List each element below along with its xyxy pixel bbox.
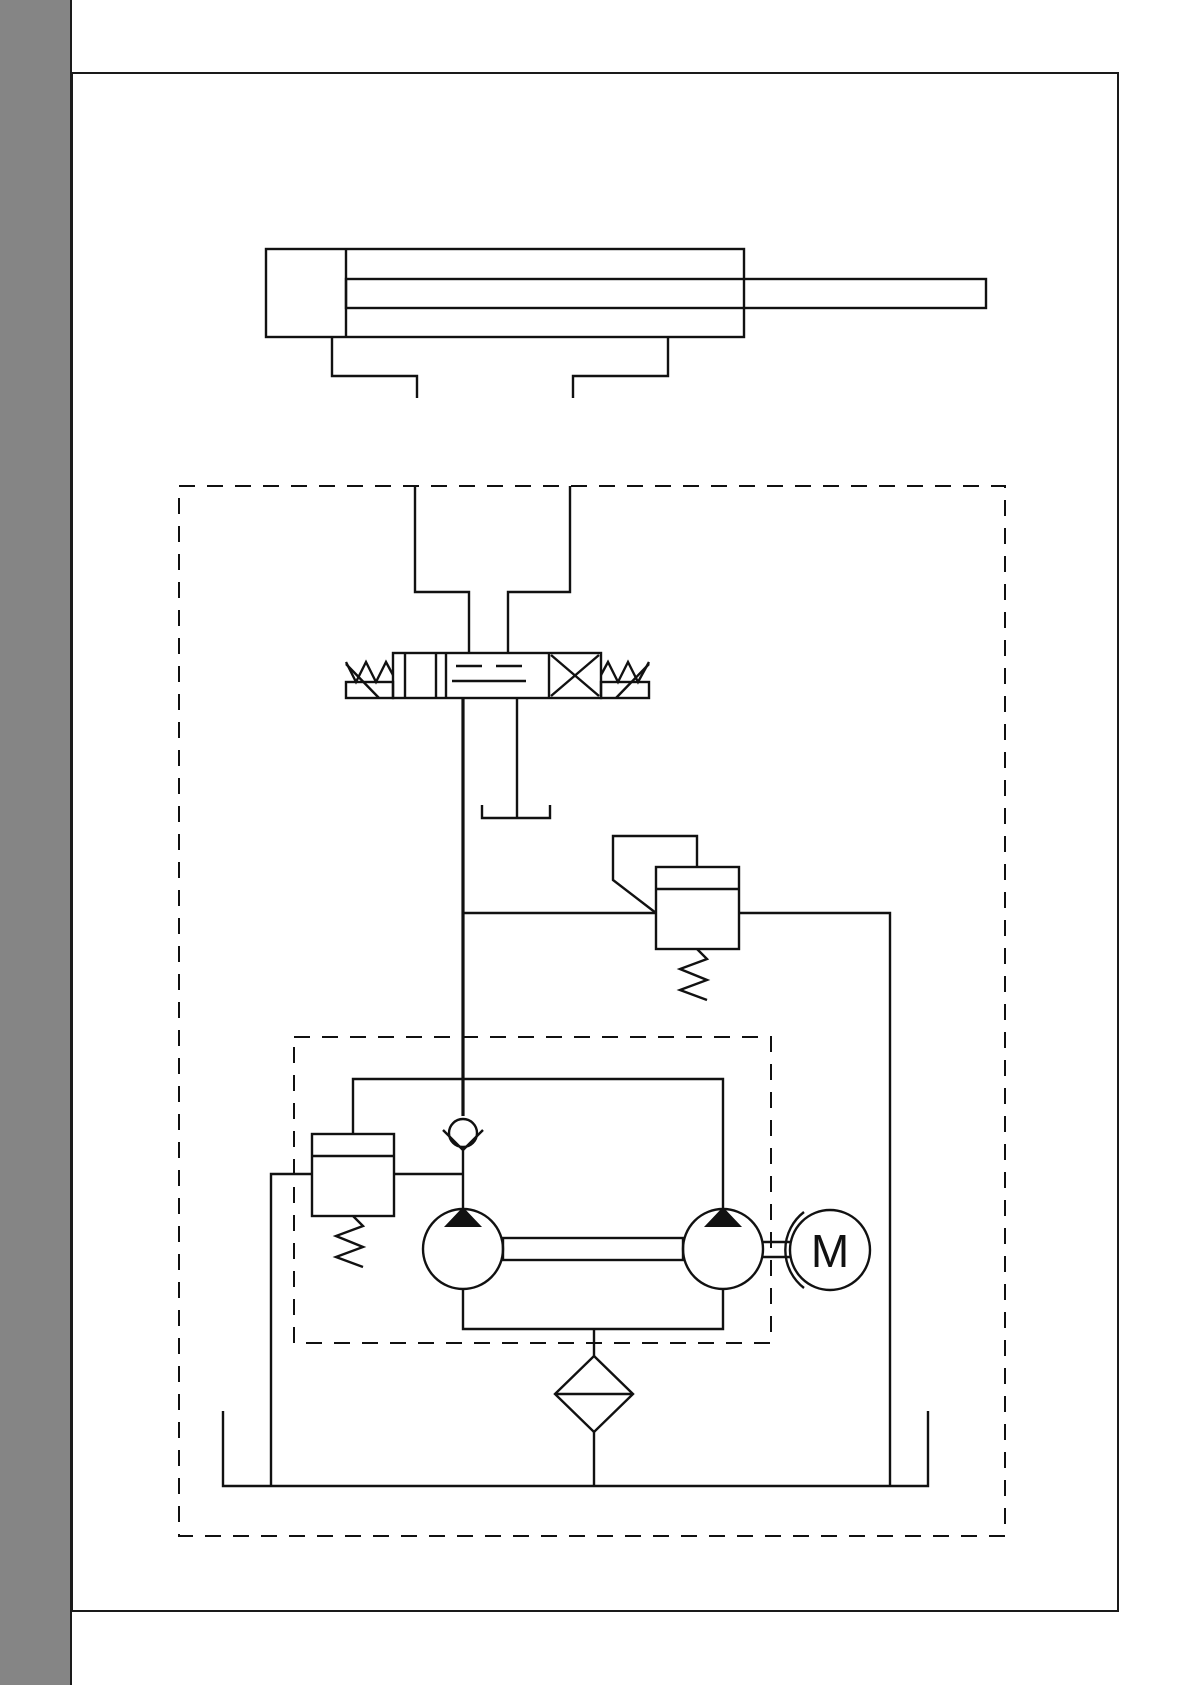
cylinder-port-b-line xyxy=(573,337,668,398)
spring-icon-lower xyxy=(336,1216,363,1267)
valve-line-b xyxy=(508,486,570,653)
pressure-relief-valve-lower xyxy=(271,1134,463,1486)
cylinder-barrel xyxy=(266,249,744,337)
motor-label: M xyxy=(811,1225,849,1277)
cylinder-rod xyxy=(346,279,986,308)
pressure-relief-valve-upper xyxy=(463,836,890,1486)
top-loop-line xyxy=(353,1079,723,1208)
check-valve xyxy=(443,1119,483,1208)
electric-motor: M xyxy=(785,1210,870,1290)
pump-shaft xyxy=(503,1238,683,1260)
valve-line-a xyxy=(415,486,469,653)
pump-right xyxy=(683,1207,763,1289)
inner-unit-boundary xyxy=(294,1037,771,1343)
spring-icon xyxy=(680,949,707,1000)
double-acting-cylinder xyxy=(266,249,986,398)
outer-unit-boundary xyxy=(179,486,1005,1536)
directional-control-valve xyxy=(346,653,649,698)
valve-body xyxy=(393,653,601,698)
pump-left xyxy=(423,1207,503,1289)
filter xyxy=(555,1356,633,1486)
suction-manifold xyxy=(463,1289,723,1329)
tank xyxy=(223,1411,928,1486)
solenoid-left xyxy=(346,682,393,698)
cylinder-port-a-line xyxy=(332,337,417,398)
